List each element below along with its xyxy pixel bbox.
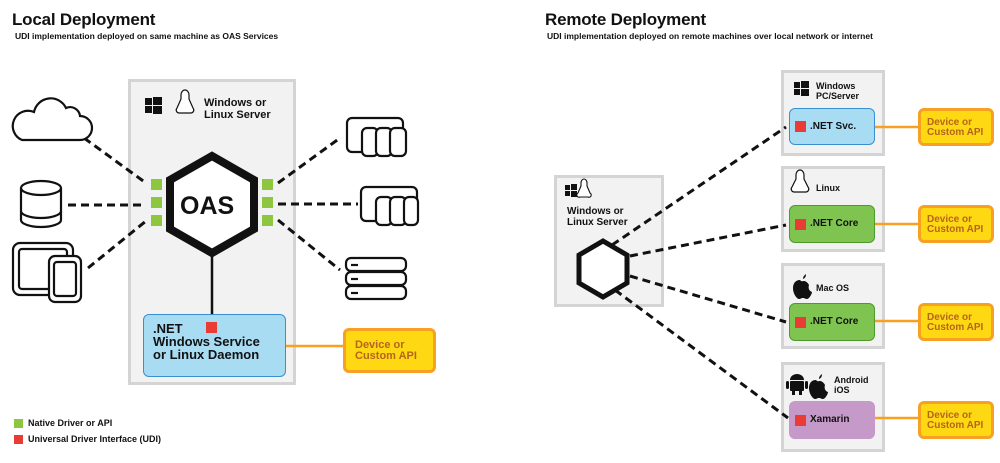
server-stack-icon — [344, 256, 408, 301]
cloud-icon — [11, 97, 94, 142]
remote-device-box-windows: Device or Custom API — [918, 108, 994, 146]
apple-icon — [809, 374, 828, 399]
remote-node-windows-label: Windows PC/Server — [816, 81, 859, 101]
windows-icon — [145, 97, 162, 114]
remote-node-mobile-label: Android iOS — [834, 375, 869, 395]
device-label-line2: Custom API — [927, 322, 984, 333]
remote-service-box-windows: .NET Svc. — [789, 108, 875, 145]
remote-device-box-linux: Device or Custom API — [918, 205, 994, 243]
plc-rack-icon — [345, 116, 408, 158]
device-label-line1: Device or — [927, 312, 973, 323]
native-driver-marker — [151, 179, 162, 190]
remote-device-box-macos: Device or Custom API — [918, 303, 994, 341]
remote-server-label: Windows or Linux Server — [567, 206, 628, 228]
service-label: .NET Core — [810, 218, 859, 229]
remote-deployment-subtitle: UDI implementation deployed on remote ma… — [547, 31, 873, 41]
device-label-line2: Custom API — [927, 420, 984, 431]
devices-icon — [11, 241, 83, 304]
connector-devices-to-oas — [87, 219, 147, 270]
device-label-line1: Device or — [927, 410, 973, 421]
connector-remote-mobile — [614, 288, 789, 420]
plc-rack-icon — [359, 185, 420, 227]
native-driver-marker — [151, 215, 162, 226]
windows-icon — [565, 184, 577, 197]
udi-marker — [795, 121, 806, 132]
device-label-line2: Custom API — [927, 127, 984, 138]
os-label-line2: PC/Server — [816, 91, 860, 101]
os-label-line1: Mac OS — [816, 283, 850, 293]
local-server-label: Windows or Linux Server — [204, 97, 271, 121]
connector-cloud-to-oas — [83, 136, 147, 185]
remote-server-label-line2: Linux Server — [567, 217, 628, 228]
remote-oas-hexagon — [576, 238, 630, 300]
native-driver-marker — [262, 179, 273, 190]
database-icon — [19, 179, 63, 229]
android-icon — [786, 374, 808, 395]
device-label-line1: Device or — [355, 339, 405, 351]
remote-deployment-title: Remote Deployment — [545, 10, 706, 29]
local-deployment-title: Local Deployment — [12, 10, 156, 29]
udi-marker — [206, 322, 217, 333]
remote-node-macos-label: Mac OS — [816, 283, 849, 293]
device-label-line1: Device or — [927, 117, 973, 128]
linux-icon — [790, 169, 810, 193]
service-label: .NET Core — [810, 316, 859, 327]
legend-swatch-native — [14, 419, 23, 428]
os-label-line1: Android — [834, 375, 869, 385]
device-label-line2: Custom API — [927, 224, 984, 235]
device-label-line2: Custom API — [355, 350, 417, 362]
remote-device-box-mobile: Device or Custom API — [918, 401, 994, 439]
local-device-box: Device or Custom API — [343, 328, 436, 373]
local-service-line3: or Linux Daemon — [153, 347, 260, 362]
native-driver-marker — [262, 197, 273, 208]
device-label-line1: Device or — [927, 214, 973, 225]
oas-hexagon — [166, 151, 258, 258]
legend-label-native: Native Driver or API — [28, 418, 113, 428]
native-driver-marker — [262, 215, 273, 226]
local-server-label-line1: Windows or — [204, 97, 267, 109]
local-service-line1: .NET — [153, 321, 183, 336]
legend-label-udi: Universal Driver Interface (UDI) — [28, 434, 162, 444]
service-label: Xamarin — [810, 414, 850, 425]
local-deployment-subtitle: UDI implementation deployed on same mach… — [15, 31, 279, 41]
os-label-line1: Windows — [816, 81, 856, 91]
connector-remote-windows — [611, 125, 787, 247]
udi-marker — [795, 415, 806, 426]
service-label: .NET Svc. — [810, 121, 857, 132]
os-label-line1: Linux — [816, 183, 840, 193]
windows-icon — [794, 81, 809, 96]
connector-oas-to-servers — [277, 218, 341, 272]
connector-remote-linux — [629, 223, 787, 258]
connector-remote-macos — [629, 274, 787, 324]
native-driver-marker — [151, 197, 162, 208]
udi-marker — [795, 219, 806, 230]
remote-node-linux-label: Linux — [816, 183, 840, 193]
local-server-label-line2: Linux Server — [204, 109, 271, 121]
linux-icon — [576, 178, 592, 198]
apple-icon — [793, 274, 812, 299]
legend-swatch-udi — [14, 435, 23, 444]
oas-label: OAS — [180, 192, 235, 220]
remote-server-label-line1: Windows or — [567, 206, 624, 217]
os-label-line2: iOS — [834, 385, 850, 395]
linux-icon — [175, 89, 195, 114]
local-service-line2: Windows Service — [153, 334, 260, 349]
udi-marker — [795, 317, 806, 328]
connector-oas-to-plc-1 — [277, 136, 341, 185]
